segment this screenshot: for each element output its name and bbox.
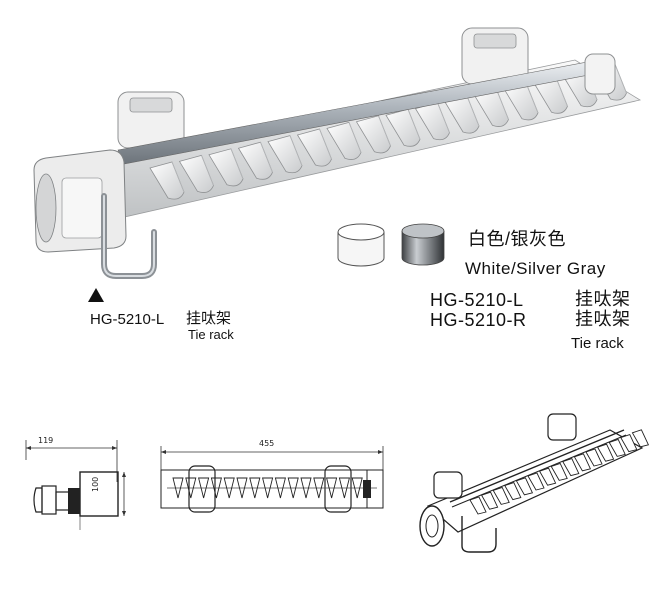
dim-height: 100 (91, 476, 100, 492)
model-name-l: 挂呔架 (575, 289, 631, 309)
marker-en: Tie rack (188, 327, 234, 342)
model-en-label: Tie rack (571, 335, 624, 352)
color-label-en: White/Silver Gray (465, 259, 606, 278)
side-view-drawing (25, 440, 126, 530)
top-view-drawing (160, 446, 384, 513)
color-label-cn: 白色/银灰色 (468, 229, 567, 249)
model-name-r: 挂呔架 (575, 309, 631, 329)
silver-swatch-icon (401, 223, 445, 266)
model-code-l: HG-5210-L (430, 290, 524, 310)
product-photo (33, 27, 642, 279)
triangle-marker-icon (88, 288, 104, 302)
end-housing (33, 149, 127, 253)
model-code-r: HG-5210-R (430, 310, 527, 330)
dim-depth: 119 (38, 436, 54, 445)
mount-bracket-left (117, 91, 185, 149)
tie-hooks (149, 62, 627, 200)
mount-bracket-right (461, 27, 529, 85)
white-swatch-icon (337, 223, 385, 267)
marker-name: 挂呔架 (186, 310, 232, 327)
isometric-drawing (419, 413, 650, 553)
marker-code: HG-5210-L (90, 311, 165, 328)
dim-length: 455 (259, 439, 275, 448)
